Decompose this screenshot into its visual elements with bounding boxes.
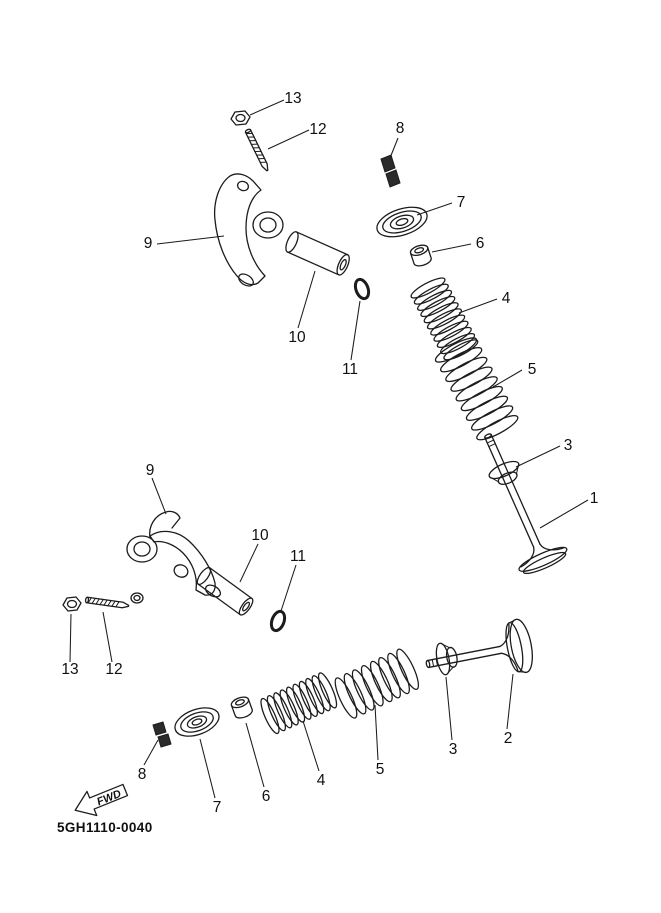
leader-11-top: [350, 300, 361, 361]
fwd-label: FWD: [95, 788, 123, 809]
leader-13-bottom: [69, 613, 72, 663]
callout-5-bottom: 5: [376, 761, 385, 778]
callout-6-bottom: 6: [262, 788, 271, 805]
outer-valve-spring-top: [434, 337, 519, 441]
diagram-code: 5GH1110-0040: [57, 820, 153, 835]
rocker-arm-top: [213, 173, 284, 287]
callout-4-top: 4: [502, 290, 511, 307]
leader-3-top: [515, 445, 561, 468]
leader-12-bottom: [102, 611, 113, 663]
callout-8-bottom: 8: [138, 766, 147, 783]
callout-6-top: 6: [476, 235, 485, 252]
callout-9-bottom: 9: [146, 462, 155, 479]
valve-intake: [425, 618, 533, 674]
callout-7-top: 7: [457, 194, 466, 211]
leader-13-top: [249, 99, 285, 116]
callout-1: 1: [590, 490, 599, 507]
leader-6-top: [431, 243, 472, 253]
outer-valve-spring-bottom: [334, 648, 420, 719]
leader-4-top: [458, 298, 498, 314]
callout-13-bottom: 13: [61, 661, 78, 678]
callout-8-top: 8: [396, 120, 405, 137]
o-ring-bottom: [269, 609, 287, 633]
leader-1: [539, 499, 589, 529]
leader-7-bottom: [199, 738, 216, 799]
rocker-arm-bottom: [126, 510, 222, 604]
fwd-arrow: FWD: [74, 783, 129, 817]
leader-10-top: [297, 270, 316, 329]
leader-7-top: [416, 202, 453, 216]
leader-5-top: [492, 369, 523, 388]
leader-12-top: [267, 129, 310, 150]
spring-seat-top: [488, 460, 520, 485]
callout-3-bottom: 3: [449, 741, 458, 758]
callout-9-top: 9: [144, 235, 153, 252]
valve-stem-seal-bottom: [230, 696, 253, 719]
callout-12-top: 12: [309, 121, 326, 138]
leader-9-top: [156, 235, 225, 245]
rocker-shaft-top: [285, 231, 350, 276]
spring-seat-bottom: [435, 642, 458, 676]
leader-lines: [69, 99, 589, 799]
o-ring-top: [353, 277, 371, 301]
valve-cotters-bottom: [152, 721, 172, 748]
inner-valve-spring-top: [410, 277, 479, 361]
leader-11-bottom: [280, 564, 297, 612]
valve-exhaust: [484, 433, 568, 575]
valve-stem-seal-top: [409, 244, 432, 267]
adjuster-screw-top: [244, 128, 269, 172]
leader-8-top: [389, 137, 399, 159]
callout-11-top: 11: [342, 361, 358, 378]
leader-4-bottom: [302, 720, 320, 772]
callout-11-bottom: 11: [290, 548, 306, 565]
callout-10-top: 10: [288, 329, 306, 346]
callout-7-bottom: 7: [213, 799, 222, 816]
callout-labels: 13 12 8 7 9 6 4 10 11 5 3 1 9 10 11 13 1…: [61, 90, 598, 816]
leader-9-bottom: [151, 477, 167, 515]
leader-3-bottom: [445, 676, 453, 741]
callout-10-bottom: 10: [251, 527, 269, 544]
adjuster-screw-bottom: [84, 596, 130, 609]
adjuster-locknut-bottom: [62, 596, 82, 612]
leader-10-bottom: [239, 543, 259, 583]
leader-2: [506, 673, 514, 730]
callout-3-top: 3: [564, 437, 573, 454]
spring-retainer-top: [376, 206, 428, 238]
adjuster-locknut-top: [230, 110, 251, 126]
callout-5-top: 5: [528, 361, 537, 378]
spring-retainer-bottom: [174, 707, 220, 737]
leader-5-bottom: [374, 704, 379, 761]
callout-12-bottom: 12: [105, 661, 122, 678]
callout-4-bottom: 4: [317, 772, 326, 789]
callout-13-top: 13: [284, 90, 301, 107]
callout-2: 2: [504, 730, 513, 747]
leader-6-bottom: [245, 722, 265, 788]
inner-valve-spring-bottom: [260, 672, 338, 735]
valve-cotters-top: [380, 154, 401, 188]
leader-8-bottom: [143, 739, 159, 766]
rocker-shaft-bottom: [196, 566, 254, 616]
